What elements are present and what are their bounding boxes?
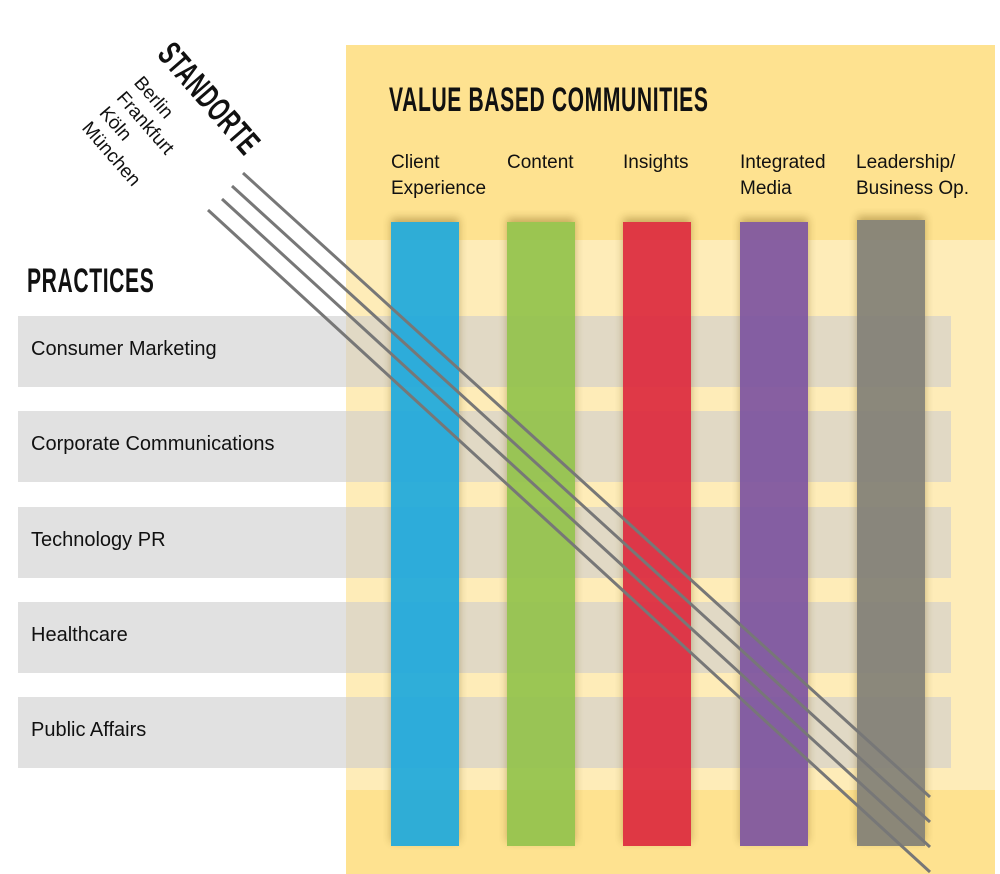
community-bar-client-experience [391,222,459,846]
practice-label: Healthcare [31,624,128,646]
column-label-insights: Insights [623,152,689,173]
community-bar-insights [623,222,691,846]
column-label-leadership: Leadership/Business Op. [856,152,969,199]
practices-title: PRACTICES [27,262,155,300]
location-line-muenchen [206,208,932,874]
column-label-content: Content [507,152,574,173]
practice-label: Consumer Marketing [31,338,217,360]
community-bar-integrated-media [740,222,808,846]
location-line-koeln [220,197,932,849]
community-bar-content [507,222,575,846]
communities-title: VALUE BASED COMMUNITIES [389,81,709,119]
location-line-frankfurt [230,184,932,824]
practice-label: Corporate Communications [31,433,275,455]
location-line-berlin [241,171,932,799]
practice-label: Technology PR [31,529,166,551]
practice-label: Public Affairs [31,719,147,741]
